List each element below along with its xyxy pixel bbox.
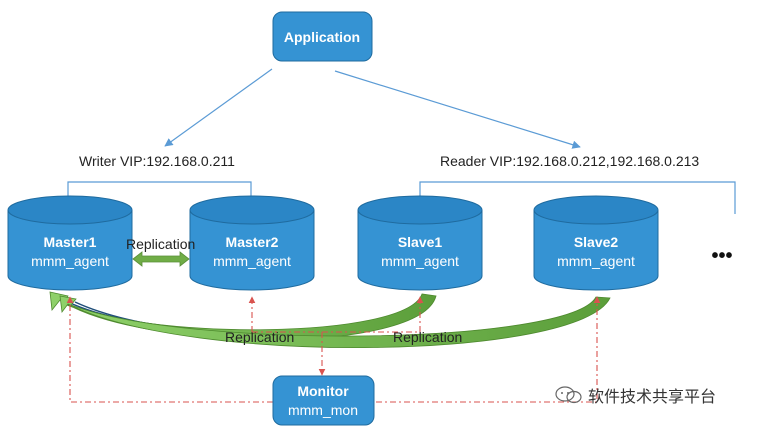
master2-agent: mmm_agent	[213, 253, 291, 269]
monitor-name: Monitor	[297, 383, 349, 399]
app-to-writer-line	[164, 68, 273, 147]
monitor-links	[66, 296, 601, 403]
reader-vip-bracket	[419, 181, 736, 214]
replication-label-slave2: Replication	[393, 329, 462, 345]
master1-agent: mmm_agent	[31, 253, 109, 269]
slave1-node: Slave1 mmm_agent	[357, 195, 483, 291]
master-replication-label: Replication	[126, 236, 195, 252]
slave1-name: Slave1	[398, 234, 443, 250]
master-replication-arrow	[132, 251, 190, 267]
master2-node: Master2 mmm_agent	[189, 195, 315, 291]
watermark: 软件技术共享平台	[554, 383, 754, 407]
slave1-agent: mmm_agent	[381, 253, 459, 269]
reader-vip-label: Reader VIP:192.168.0.212,192.168.0.213	[440, 153, 699, 169]
application-label: Application	[284, 29, 360, 45]
writer-vip-label: Writer VIP:192.168.0.211	[79, 153, 235, 169]
slave2-name: Slave2	[574, 234, 619, 250]
monitor-service: mmm_mon	[288, 402, 358, 418]
wechat-icon	[555, 386, 582, 404]
master2-name: Master2	[226, 234, 279, 250]
monitor-box: Monitor mmm_mon	[272, 375, 375, 426]
slave2-agent: mmm_agent	[557, 253, 635, 269]
master1-node: Master1 mmm_agent	[7, 195, 133, 291]
master1-name: Master1	[44, 234, 97, 250]
application-box: Application	[272, 11, 373, 62]
slave2-node: Slave2 mmm_agent	[533, 195, 659, 291]
more-nodes-ellipsis: •••	[711, 245, 732, 267]
replication-label-slave1: Replication	[225, 329, 294, 345]
watermark-text: 软件技术共享平台	[588, 387, 717, 406]
writer-vip-bracket	[67, 181, 252, 197]
replication-curve-to-slave2	[59, 295, 611, 349]
app-to-reader-line	[334, 70, 581, 149]
